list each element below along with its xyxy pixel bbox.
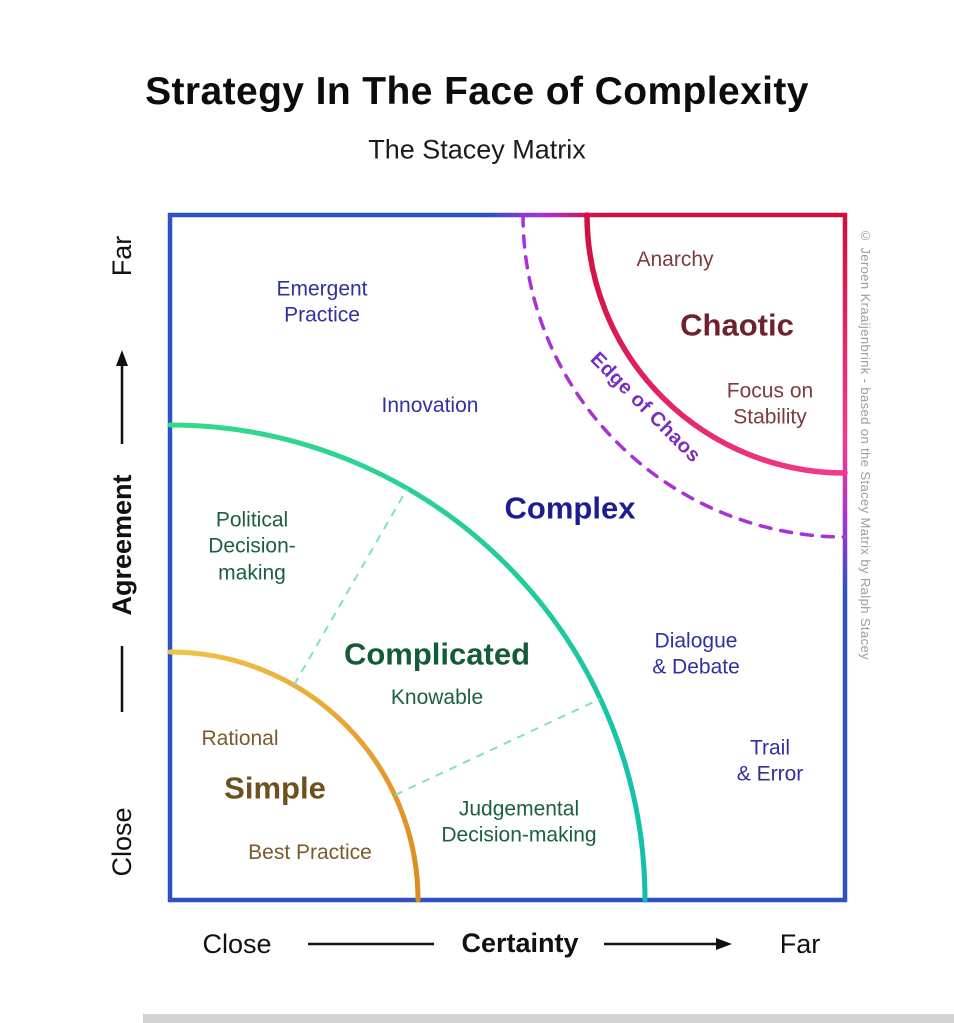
y-axis-title: Agreement bbox=[106, 474, 137, 616]
complicated-region-arc bbox=[167, 422, 648, 903]
simple-region-arc bbox=[167, 649, 421, 903]
label-best-practice: Best Practice bbox=[248, 840, 372, 864]
x-axis-title: Certainty bbox=[461, 927, 579, 958]
footer-bar bbox=[143, 1014, 954, 1023]
label-emergent-practice: Emergent Practice bbox=[276, 277, 368, 327]
complicated-divider-lower bbox=[394, 698, 601, 796]
complicated-divider-upper bbox=[293, 488, 408, 686]
label-complex-title: Complex bbox=[504, 490, 636, 526]
label-anarchy: Anarchy bbox=[636, 247, 714, 271]
page-subtitle: The Stacey Matrix bbox=[368, 134, 586, 165]
y-axis-arrowhead bbox=[116, 350, 128, 366]
page-title: Strategy In The Face of Complexity bbox=[145, 70, 809, 113]
label-dialogue-debate: Dialogue & Debate bbox=[652, 629, 740, 679]
chaotic-region-arc bbox=[584, 212, 848, 476]
label-chaotic-title: Chaotic bbox=[680, 307, 794, 343]
label-focus-on-stability: Focus on Stability bbox=[726, 379, 814, 429]
edge-of-chaos-dashed-arc bbox=[521, 213, 847, 539]
x-axis-arrowhead bbox=[716, 938, 732, 950]
label-knowable: Knowable bbox=[390, 685, 484, 709]
y-axis-far-label: Far bbox=[106, 235, 137, 277]
label-trail-error: Trail & Error bbox=[736, 736, 804, 786]
label-rational: Rational bbox=[201, 726, 279, 750]
y-axis-close-label: Close bbox=[106, 807, 137, 877]
x-axis-far-label: Far bbox=[779, 928, 821, 959]
label-complicated-title: Complicated bbox=[343, 636, 531, 672]
x-axis-close-label: Close bbox=[202, 928, 272, 959]
label-innovation: Innovation bbox=[381, 393, 479, 417]
copyright-credit: © Jeroen Kraaijenbrink - based on the St… bbox=[858, 228, 873, 661]
label-simple-title: Simple bbox=[224, 770, 326, 806]
label-political-decision-making: Political Decision- making bbox=[208, 508, 296, 585]
label-judgemental-decision-making: Judgemental Decision-making bbox=[441, 797, 597, 847]
